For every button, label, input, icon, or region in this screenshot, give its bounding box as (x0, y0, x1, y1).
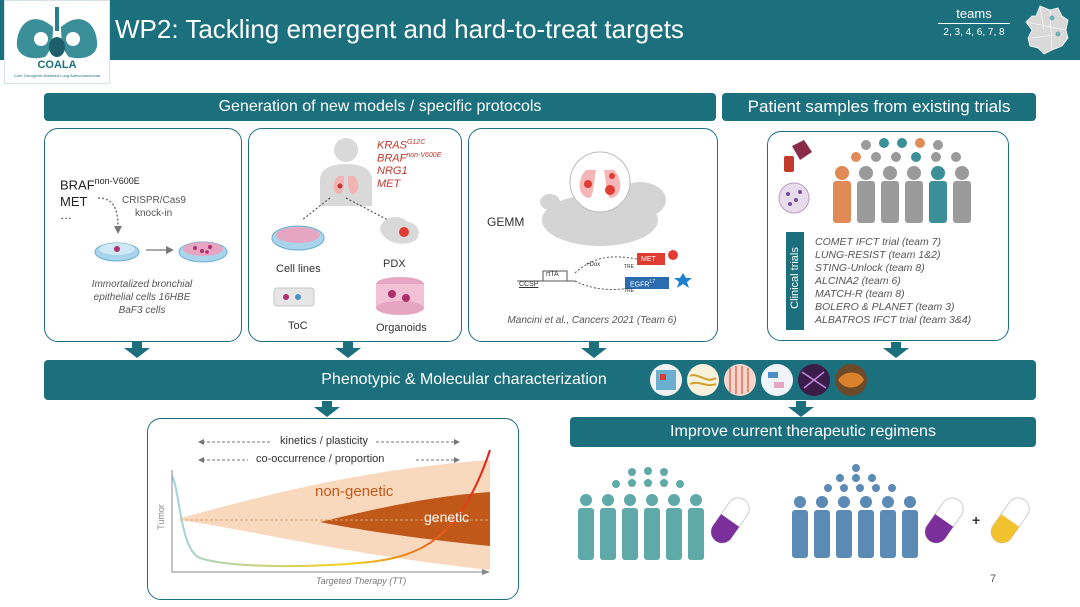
models-section-bar: Generation of new models / specific prot… (44, 93, 716, 121)
logo-subtitle: Core Oncogene-Addicted Lung Adenocarcino… (13, 73, 101, 78)
organoids-label: Organoids (376, 322, 427, 334)
tre2-label: TRE (624, 288, 634, 294)
teams-box: teams 2, 3, 4, 6, 7, 8 (938, 6, 1010, 46)
knockin-diagram (94, 197, 228, 263)
trial-list: COMET IFCT trial (team 7) LUNG-RESIST (t… (815, 236, 971, 327)
met-mutation-label: MET (377, 178, 401, 190)
trial-item: ALBATROS IFCT trial (team 3&4) (815, 314, 972, 326)
nrg1-label: NRG1 (377, 165, 408, 177)
dox-label: +Dox (586, 262, 601, 268)
characterization-section-bar: Phenotypic & Molecular characterization (44, 360, 1036, 400)
kinetics-label: kinetics / plasticity (280, 435, 369, 447)
cells-line2: epithelial cells 16HBE (93, 292, 191, 303)
braf-label: BRAFnon-V600E (60, 176, 140, 193)
rtta-label: rtTA (546, 271, 559, 278)
ccsp-label: CCSP (519, 281, 539, 288)
cells-line3: BaF3 cells (118, 305, 166, 316)
coala-logo: COALA Core Oncogene-Addicted Lung Adenoc… (4, 0, 110, 84)
patient-group-teal-icon (578, 467, 704, 560)
page-number: 7 (990, 573, 997, 585)
plot-ylabel: Tumor (155, 504, 166, 530)
pdx-label: PDX (383, 258, 406, 270)
trial-item: LUNG-RESIST (team 1&2) (815, 249, 941, 261)
cell-lines-label: Cell lines (276, 263, 321, 275)
flow-arrows-row2 (314, 401, 814, 417)
clinical-trials-tab: Clinical trials (786, 232, 804, 330)
teams-label: teams (938, 6, 1010, 24)
genetic-label: genetic (424, 509, 470, 525)
cooccurrence-label: co-occurrence / proportion (256, 453, 385, 465)
yellow-pill-icon (990, 497, 1030, 544)
tumor-evolution-plot (171, 439, 491, 575)
plot-xlabel: Targeted Therapy (TT) (316, 576, 407, 586)
logo-text: COALA (37, 59, 77, 71)
characterization-label: Phenotypic & Molecular characterization (321, 371, 607, 388)
trial-item: STING-Unlock (team 8) (815, 262, 925, 274)
met-label: MET (60, 194, 88, 209)
knockin-label: knock-in (135, 208, 173, 219)
omics-thumbnails (650, 364, 867, 396)
purple-pill-icon (710, 497, 750, 544)
egfr-construct-label: EGFRL7 (630, 279, 656, 289)
panel-cell-models (44, 128, 242, 342)
trial-item: COMET IFCT trial (team 7) (815, 236, 942, 248)
patient-group-icon (833, 138, 971, 223)
non-genetic-label: non-genetic (315, 483, 394, 500)
panel-clinical-trials (767, 131, 1009, 341)
tre1-label: TRE (624, 264, 634, 270)
regimens-section-bar: Improve current therapeutic regimens (570, 417, 1036, 447)
kras-label: KRASG12C (377, 139, 426, 152)
crispr-label: CRISPR/Cas9 (122, 195, 186, 206)
mouse-lungs-illustration (540, 151, 666, 246)
teams-numbers: 2, 3, 4, 6, 7, 8 (943, 27, 1005, 38)
gemm-construct-diagram (517, 250, 692, 290)
purple-pill-icon-2 (924, 497, 964, 544)
cells-line1: Immortalized bronchial (91, 279, 193, 290)
flow-arrows-row1 (124, 342, 909, 358)
citation-label: Mancini et al., Cancers 2021 (Team 6) (507, 315, 677, 326)
slide-title: WP2: Tackling emergent and hard-to-treat… (115, 14, 684, 44)
trial-item: ALCINA2 (team 6) (815, 275, 901, 287)
samples-section-bar: Patient samples from existing trials (722, 93, 1036, 121)
lungs-icon (16, 7, 98, 59)
trial-item: MATCH-R (team 8) (815, 288, 905, 300)
patient-silhouette-icon (320, 138, 372, 206)
met-construct-label: MET (641, 256, 656, 263)
ellipsis-label: … (60, 208, 72, 222)
header-bar (0, 0, 1080, 60)
clinical-trials-label: Clinical trials (789, 247, 801, 309)
samples-icons (778, 140, 812, 214)
models-diagram (271, 197, 424, 315)
braf-mutation-label: BRAFnon-V600E (377, 152, 442, 165)
trial-item: BOLERO & PLANET (team 3) (815, 301, 955, 313)
patient-group-blue-icon (792, 464, 918, 558)
gemm-label: GEMM (487, 215, 525, 229)
toc-label: ToC (288, 320, 308, 332)
france-map-icon (1025, 5, 1069, 55)
plus-icon: + (972, 512, 981, 528)
